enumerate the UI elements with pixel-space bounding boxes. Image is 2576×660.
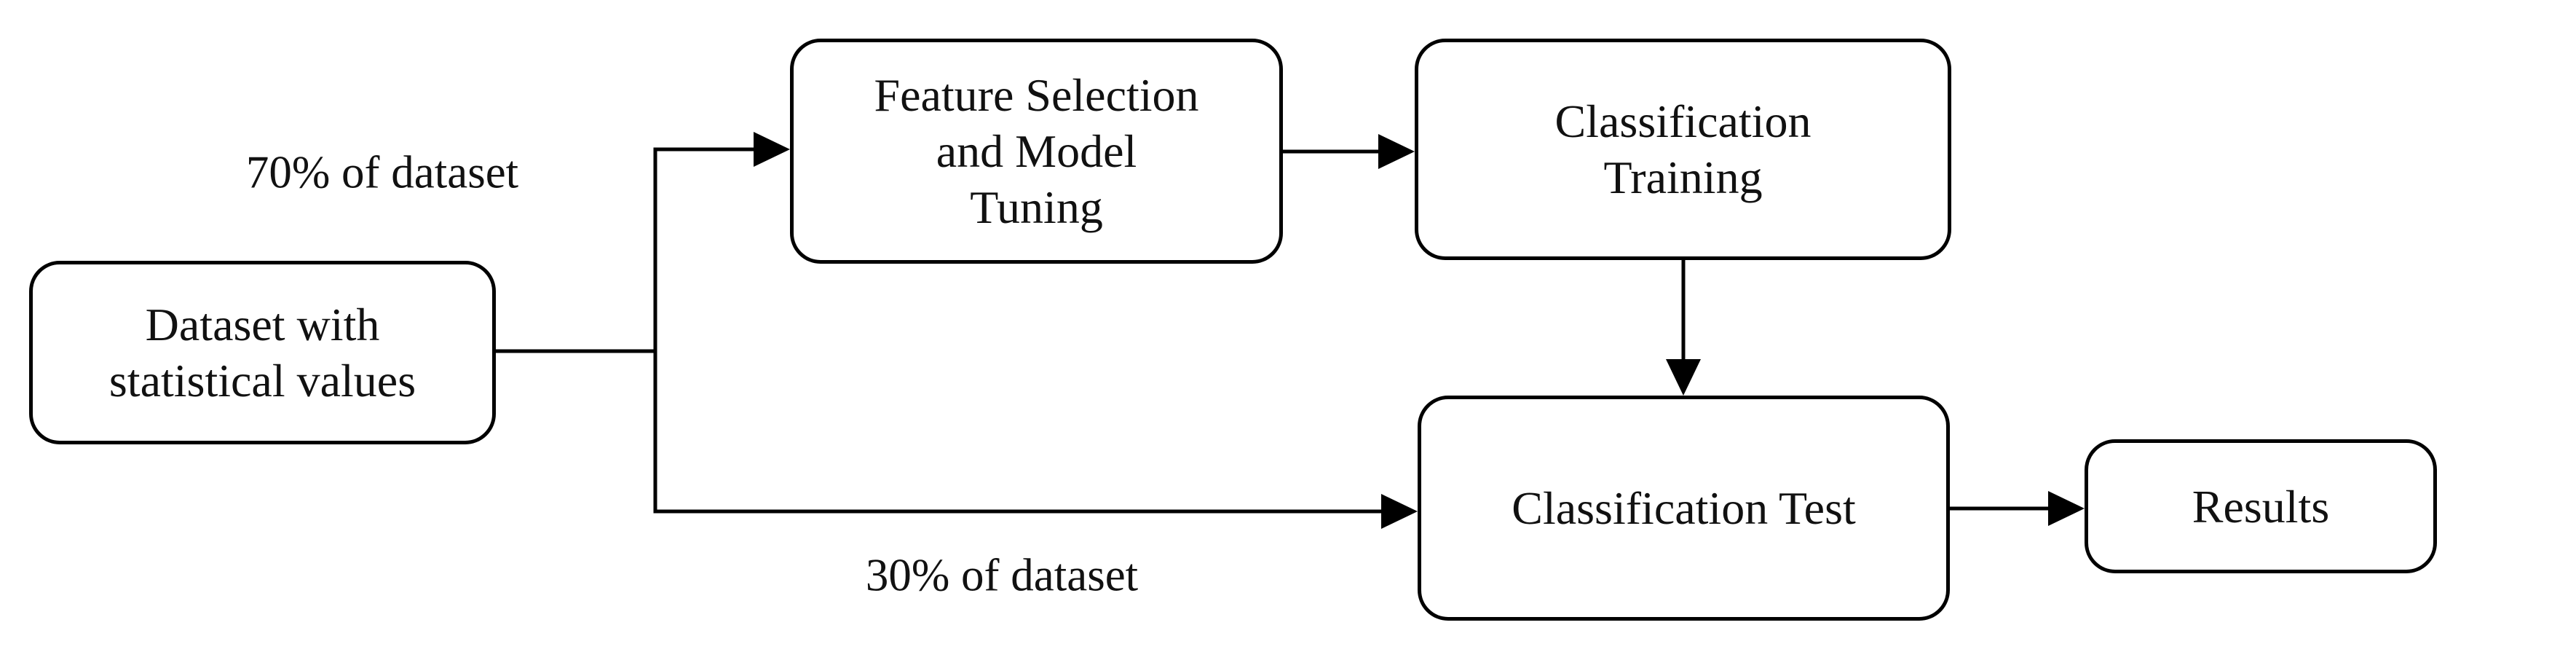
node-label-line: Training (1603, 152, 1763, 203)
node-label-line: Dataset with (145, 299, 380, 350)
edge-70-percent-arrowhead-icon (754, 132, 790, 167)
edge-feature-to-training-arrowhead-icon (1378, 134, 1415, 169)
node-label-line: Feature Selection (874, 69, 1199, 121)
node-label-line: and Model (936, 125, 1137, 177)
edge-test-to-results-arrowhead-icon (2048, 491, 2085, 526)
node-label-line: Tuning (970, 181, 1103, 233)
node-classification-test: Classification Test (1418, 396, 1950, 621)
node-label-line: Results (2192, 480, 2330, 533)
node-label-line: statistical values (108, 355, 416, 406)
node-results: Results (2085, 439, 2437, 573)
node-feature-selection-and-model-tuning: Feature Selection and Model Tuning (790, 39, 1283, 264)
node-classification-training: Classification Training (1415, 39, 1951, 260)
edge-label-30-percent-of-dataset: 30% of dataset (865, 549, 1139, 601)
node-label-line: Classification (1554, 95, 1812, 147)
node-dataset-with-statistical-values: Dataset with statistical values (29, 261, 496, 444)
edge-30-percent-arrowhead-icon (1381, 494, 1418, 529)
edge-label-70-percent-of-dataset: 70% of dataset (245, 146, 519, 198)
node-label-line: Classification Test (1512, 482, 1856, 534)
edge-training-to-test-arrowhead-icon (1666, 359, 1701, 396)
